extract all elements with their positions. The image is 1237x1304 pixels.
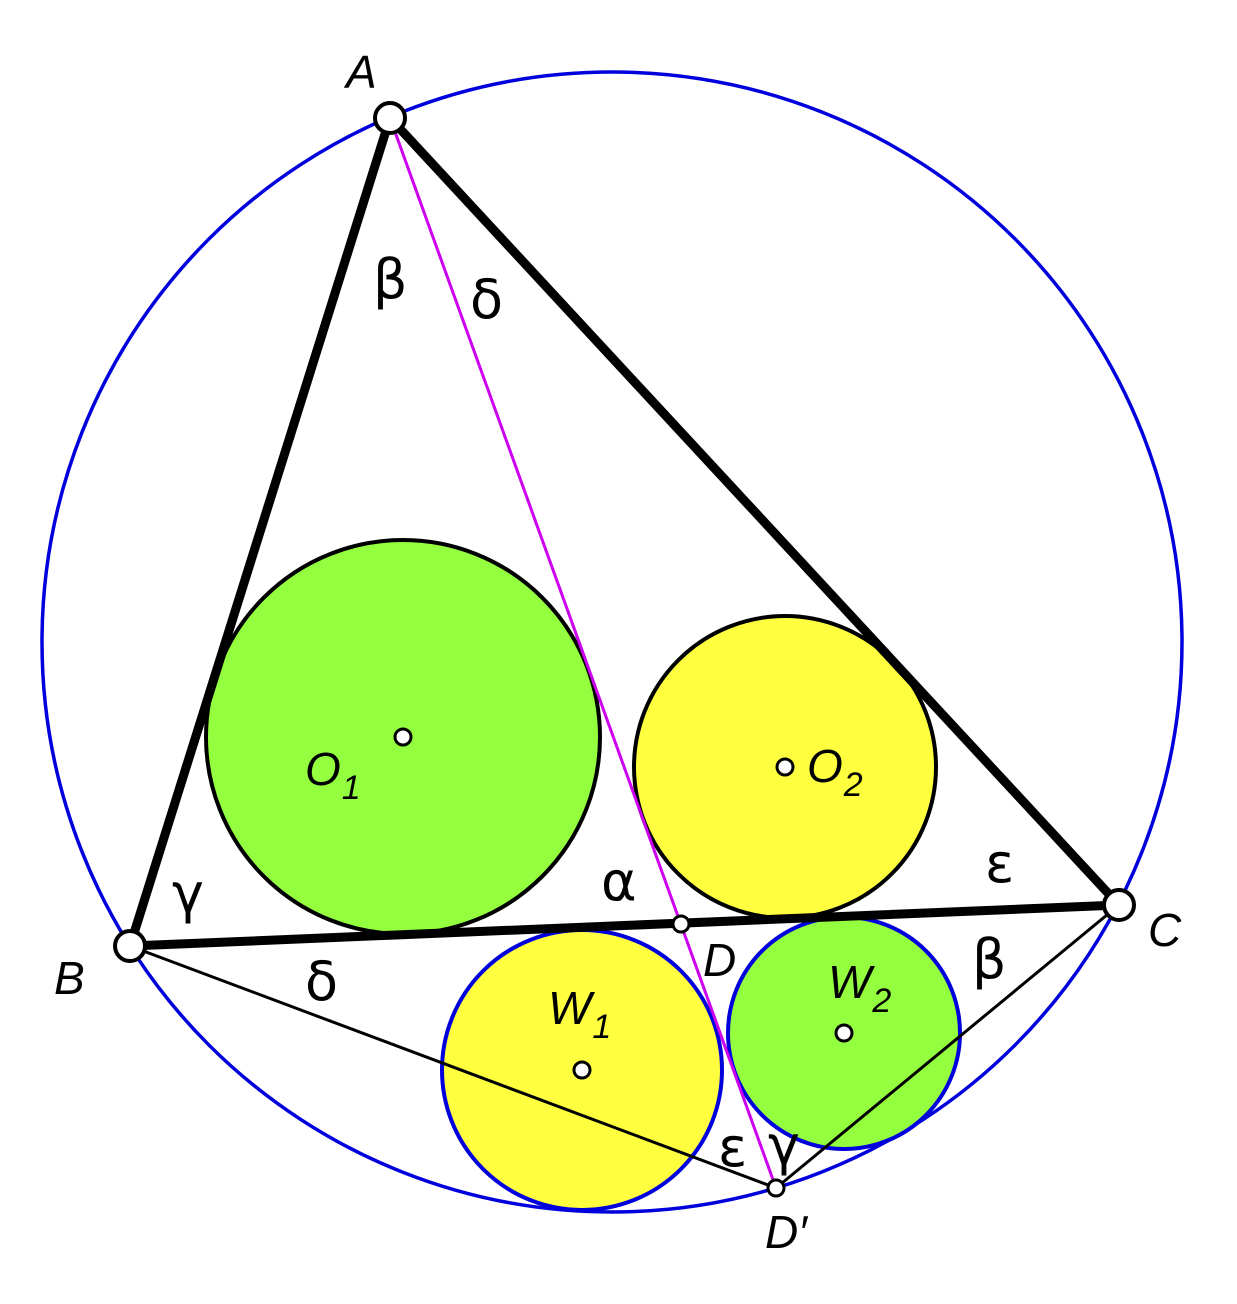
label-o2: O2	[807, 740, 863, 804]
label-o2-base: O	[807, 740, 843, 792]
label-o1-sub: 1	[342, 769, 361, 807]
label-o2-sub: 2	[843, 766, 863, 804]
center-w1-marker	[572, 1060, 592, 1080]
circumcircle	[40, 70, 1184, 1214]
label-w2-sub: 2	[871, 982, 891, 1020]
angle-epsilon-at-c: ε	[985, 832, 1014, 895]
angle-epsilon-at-dprime: ε	[718, 1116, 747, 1179]
segment-bdprime	[129, 944, 777, 1190]
vertex-b-marker	[113, 929, 147, 963]
label-dprime: D′	[765, 1206, 808, 1258]
label-o1-base: O	[305, 743, 341, 795]
angle-delta-at-b: δ	[305, 950, 338, 1013]
point-dprime-marker	[766, 1178, 786, 1198]
label-b: B	[54, 952, 85, 1004]
label-a: A	[343, 46, 377, 98]
angle-gamma-at-b: γ	[172, 862, 204, 925]
label-w1: W1	[548, 982, 611, 1046]
label-w1-base: W	[548, 982, 596, 1034]
triangle-abc	[125, 113, 1124, 951]
angle-delta-at-a: δ	[470, 268, 503, 331]
point-d-marker	[671, 914, 691, 934]
cevian-ad	[388, 117, 778, 1189]
vertex-c-marker	[1102, 888, 1136, 922]
label-d: D	[703, 934, 736, 986]
label-w1-sub: 1	[592, 1008, 611, 1046]
center-o1-marker	[393, 727, 413, 747]
center-w2-marker	[834, 1023, 854, 1043]
vertex-a-marker	[373, 101, 407, 135]
center-o2-marker	[775, 757, 795, 777]
angle-gamma-at-dprime: γ	[768, 1114, 800, 1177]
label-c: C	[1148, 904, 1182, 956]
angle-beta-at-c: β	[972, 928, 1006, 991]
angle-beta-at-a: β	[373, 248, 407, 311]
label-w2: W2	[828, 956, 891, 1020]
label-w2-base: W	[828, 956, 876, 1008]
label-o1: O1	[305, 743, 361, 807]
segment-cdprime	[775, 903, 1120, 1190]
angle-alpha-at-d: α	[601, 850, 637, 913]
